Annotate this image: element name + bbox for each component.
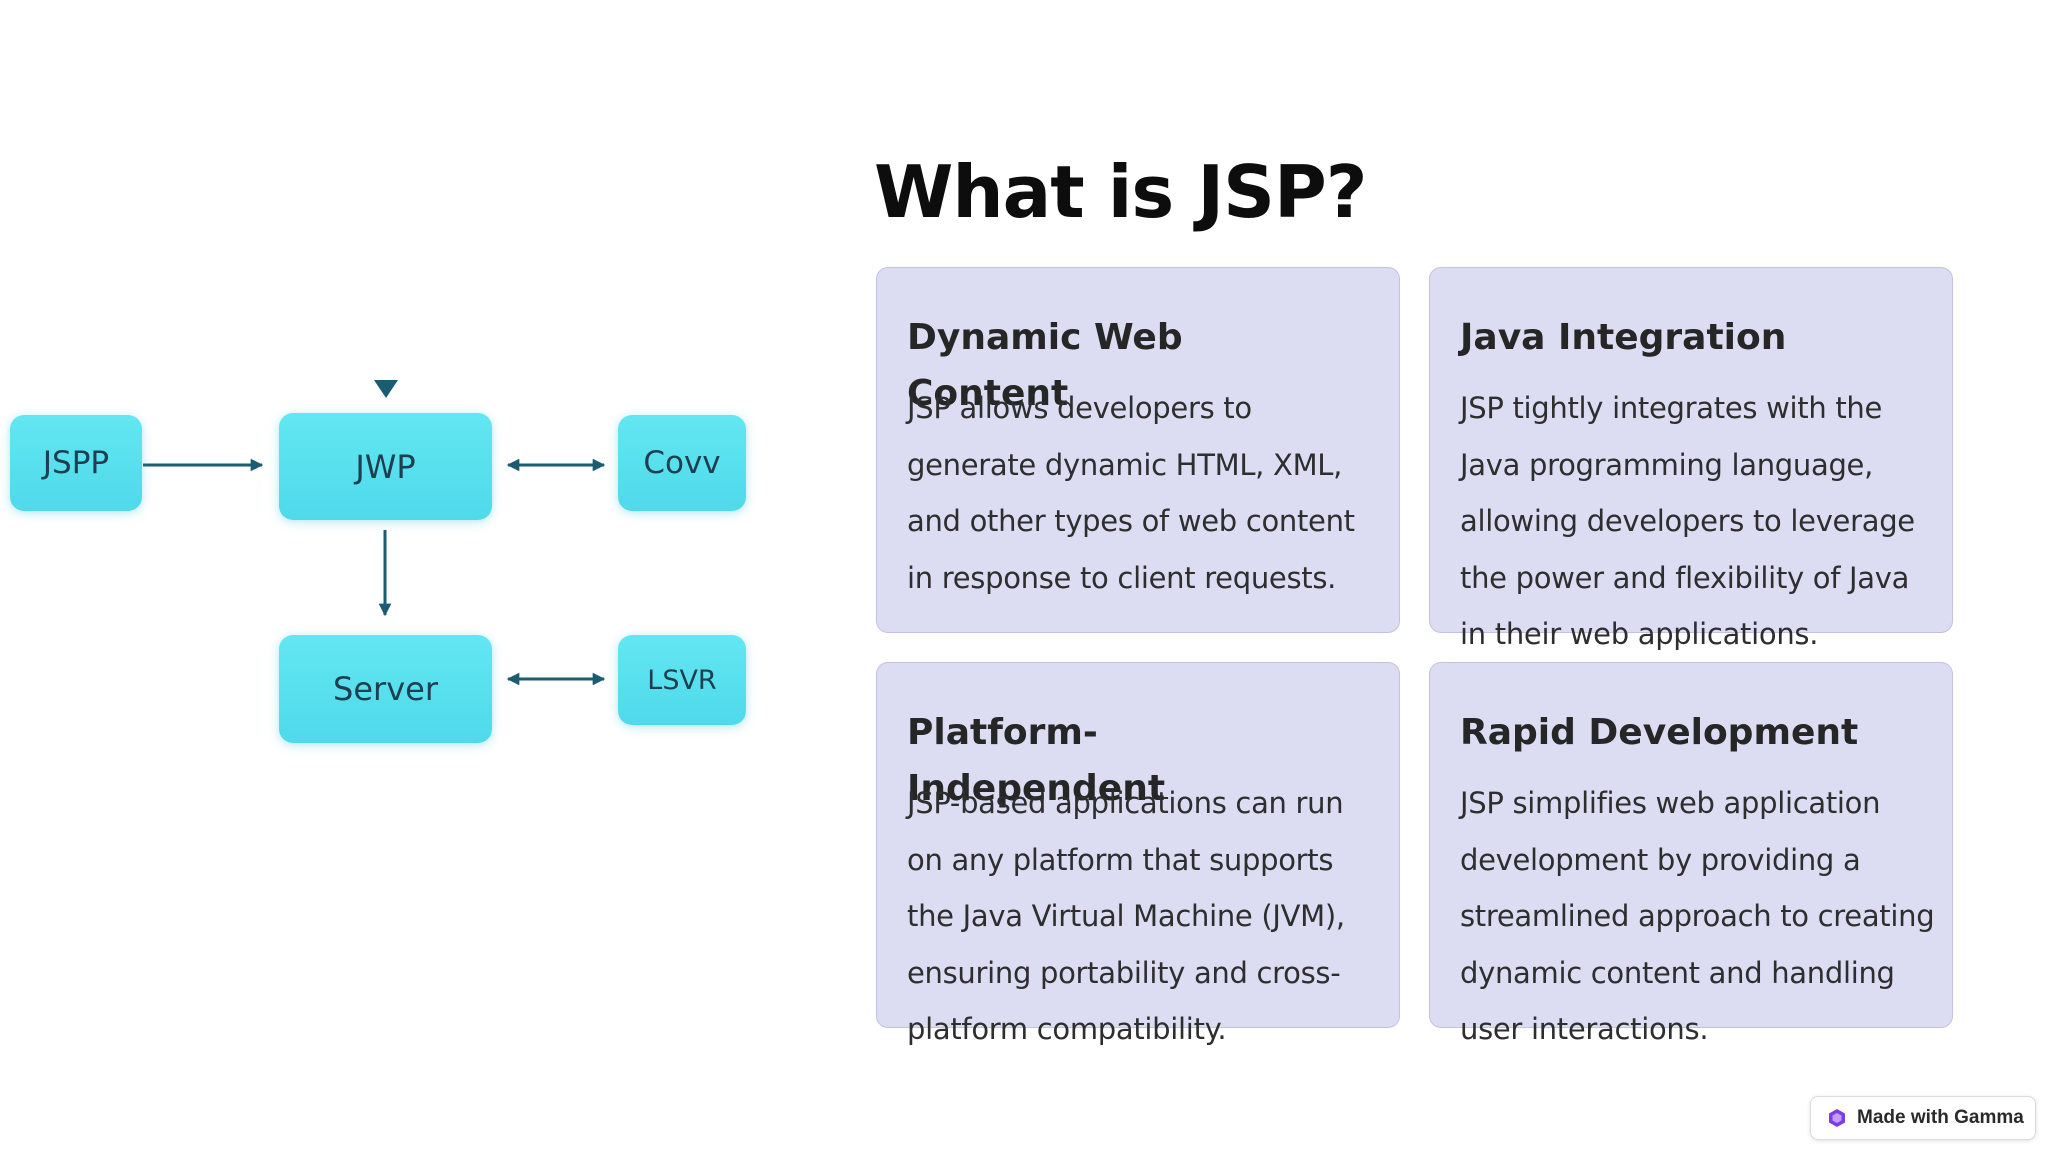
page-title: What is JSP? [874, 150, 1368, 234]
badge-label: Made with Gamma [1857, 1107, 2024, 1128]
node-covv: Covv [618, 415, 746, 511]
node-server: Server [279, 635, 492, 743]
card-title: Platform-Independent [907, 712, 1166, 809]
card-text: JSP tightly integrates with the Java pro… [1460, 391, 1915, 651]
node-jspp: JSPP [10, 415, 142, 511]
card-platform-independent: Platform-Independent JSP-based applicati… [876, 662, 1400, 1046]
card-title: Dynamic Web Content [907, 317, 1183, 414]
card-title: Rapid Development [1460, 712, 1859, 753]
card-dynamic-web-content: Dynamic Web Content JSP allows developer… [876, 267, 1400, 633]
diagram-arrows [143, 380, 606, 686]
card-title: Java Integration [1460, 317, 1787, 358]
gamma-logo-icon [1829, 1109, 1845, 1127]
node-server-label: Server [333, 670, 438, 708]
made-with-gamma-badge[interactable]: Made with Gamma [1810, 1096, 2036, 1140]
node-jwp-label: JWP [355, 447, 416, 486]
node-lsvr-label: LSVR [647, 664, 717, 696]
card-rapid-development: Rapid Development JSP simplifies web app… [1429, 662, 1953, 1046]
card-text: JSP simplifies web application developme… [1460, 786, 1935, 1046]
card-text: JSP allows developers to generate dynami… [907, 391, 1355, 595]
node-lsvr: LSVR [618, 635, 746, 725]
card-text: JSP-based applications can run on any pl… [907, 786, 1345, 1046]
card-java-integration: Java Integration JSP tightly integrates … [1429, 267, 1953, 651]
node-covv-label: Covv [643, 445, 721, 481]
architecture-diagram: JSPP JWP Covv Server LSVR [0, 380, 760, 780]
node-jwp: JWP [279, 413, 492, 520]
incoming-arrow-head-icon [374, 380, 398, 398]
node-jspp-label: JSPP [42, 445, 110, 481]
